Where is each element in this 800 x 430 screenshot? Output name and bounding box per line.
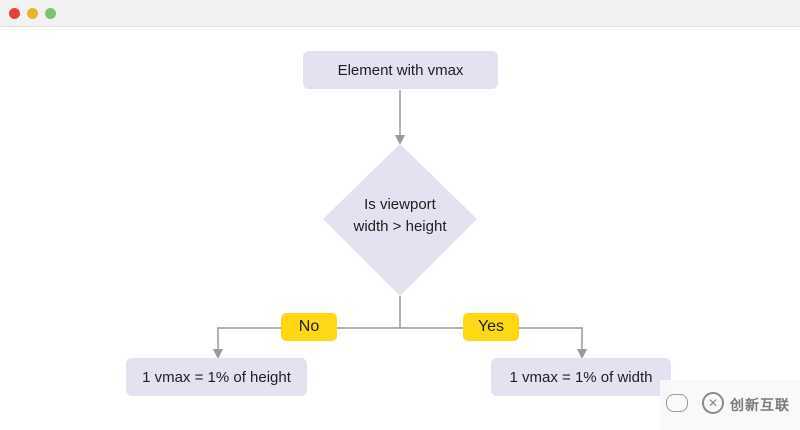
close-window-button[interactable] <box>9 8 20 19</box>
no-branch-tag: No <box>281 313 337 341</box>
decision-diamond <box>323 144 477 296</box>
connector-no-branch <box>213 327 400 359</box>
decision-line-1: Is viewport <box>364 196 436 213</box>
watermark-text: 创新互联 <box>730 397 790 413</box>
no-tag-label: No <box>298 318 320 335</box>
no-result-node: 1 vmax = 1% of height <box>126 358 307 396</box>
social-icon <box>666 394 688 412</box>
decision-node-label: Is viewport width > height <box>330 192 470 240</box>
watermark: ✕ 创新互联 <box>660 380 800 430</box>
minimize-window-button[interactable] <box>27 8 38 19</box>
yes-result-node: 1 vmax = 1% of width <box>491 358 671 396</box>
start-node: Element with vmax <box>303 51 498 89</box>
maximize-window-button[interactable] <box>45 8 56 19</box>
start-node-label: Element with vmax <box>337 61 464 79</box>
no-result-label: 1 vmax = 1% of height <box>142 368 291 386</box>
yes-branch-tag: Yes <box>463 313 519 341</box>
yes-result-label: 1 vmax = 1% of width <box>509 368 653 386</box>
yes-tag-label: Yes <box>477 318 505 335</box>
connector-yes-branch <box>400 327 587 359</box>
window-titlebar <box>0 0 800 27</box>
decision-line-2: width > height <box>353 218 447 235</box>
cross-logo-icon: ✕ <box>702 392 724 414</box>
